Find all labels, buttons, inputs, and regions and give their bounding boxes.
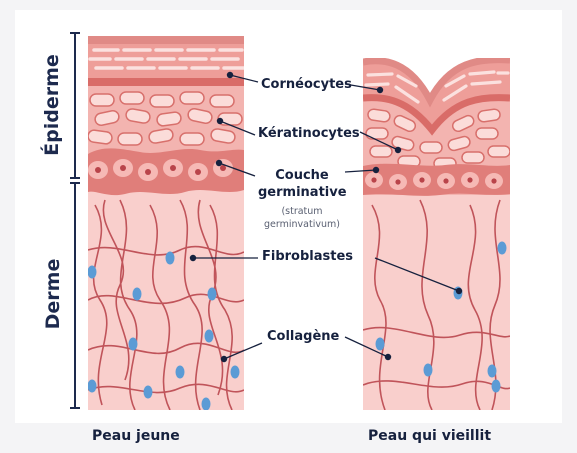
epidermis-axis-label: Épiderme (41, 50, 63, 160)
fibroblasts-label: Fibroblastes (262, 249, 353, 264)
keratinocytes-label: Kératinocytes (258, 126, 360, 141)
dermis-axis-label: Derme (42, 254, 64, 334)
aging-basal-layer (363, 164, 510, 196)
young-skin-block (87, 36, 244, 411)
basal-layer-latin-line2: germinvativum) (258, 219, 346, 230)
dermis-bracket (70, 183, 80, 408)
basal-layer-latin-line1: (stratum (258, 206, 346, 217)
young-dermis (88, 180, 244, 410)
aging-dermis (363, 190, 510, 410)
collagen-label: Collagène (267, 329, 339, 344)
epidermis-bracket (70, 33, 80, 178)
young-skin-caption: Peau jeune (92, 428, 180, 444)
basal-layer-label-line2: germinative (258, 185, 346, 200)
aging-skin-caption: Peau qui vieillit (368, 428, 491, 444)
young-basal-layer (88, 148, 244, 195)
basal-layer-label-line1: Couche (258, 168, 346, 183)
corneocytes-label: Cornéocytes (261, 77, 352, 92)
young-corneocyte-layer (88, 36, 244, 86)
